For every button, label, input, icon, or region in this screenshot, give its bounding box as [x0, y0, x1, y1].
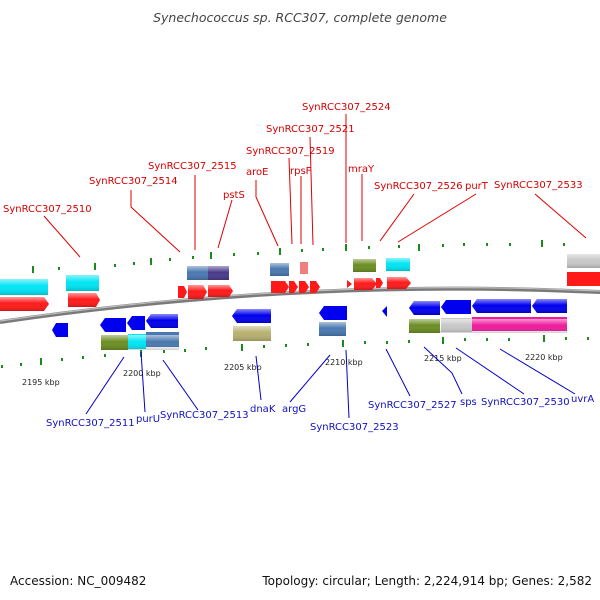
- scale-label-2200: 2200 kbp: [123, 369, 161, 378]
- cds-forward-rpsF: [300, 262, 308, 274]
- gene-label-dnaK: dnaK: [250, 404, 276, 415]
- gene-label-SynRCC307_2533: SynRCC307_2533: [494, 180, 583, 191]
- gene-label-purT: purT: [465, 181, 489, 192]
- top-labels: SynRCC307_2510 SynRCC307_2514 SynRCC307_…: [3, 102, 583, 215]
- cds-gloss: [472, 299, 531, 313]
- cds-reverse: [100, 318, 126, 332]
- leader-line: [217, 199, 233, 249]
- leader-line: [499, 348, 576, 395]
- gene-label-uvrA: uvrA: [571, 394, 594, 405]
- cds-forward: [299, 281, 309, 293]
- cds-forward: [567, 272, 600, 286]
- leader-line: [385, 348, 411, 397]
- cds-gloss: [232, 309, 271, 323]
- gene-label-pstS: pstS: [223, 190, 245, 201]
- leader-line: [309, 136, 314, 246]
- reverse-cog-track: [101, 317, 567, 350]
- cog-gloss: [0, 279, 48, 295]
- leader-line: [289, 354, 331, 403]
- cds-forward: [178, 286, 187, 298]
- leader-line: [379, 193, 415, 242]
- leader-line: [43, 215, 81, 258]
- cog-gloss: [567, 254, 600, 268]
- cds-forward: [376, 278, 383, 288]
- gene-label-mraY: mraY: [348, 164, 375, 175]
- cds-gloss: [188, 285, 207, 299]
- gene-label-argG: argG: [282, 404, 306, 415]
- leader-line: [162, 359, 199, 411]
- gene-label-SynRCC307_2515: SynRCC307_2515: [148, 161, 237, 172]
- cog-gloss: [353, 259, 376, 272]
- leader-line: [85, 356, 125, 415]
- cds-forward: [310, 281, 320, 293]
- gene-label-aroE: aroE: [246, 167, 268, 178]
- cds-gloss: [387, 277, 411, 289]
- cog-gloss: [386, 258, 410, 271]
- cog-gloss: [319, 322, 346, 336]
- gene-label-sps: sps: [460, 397, 477, 408]
- leader-line: [255, 180, 279, 247]
- leader-line: [345, 349, 350, 419]
- scale-labels: 2195 kbp 2200 kbp 2205 kbp 2210 kbp 2215…: [22, 353, 563, 387]
- gene-label-SynRCC307_2514: SynRCC307_2514: [89, 176, 178, 187]
- cds-gloss: [532, 299, 567, 313]
- bottom-label-leaders: [85, 346, 576, 419]
- cds-gloss: [208, 285, 233, 297]
- cds-gloss: [0, 297, 49, 311]
- cds-gloss: [146, 314, 178, 328]
- gene-label-SynRCC307_2526: SynRCC307_2526: [374, 181, 463, 192]
- cog-gloss: [409, 319, 567, 333]
- gene-label-rpsF: rpsF: [290, 166, 312, 177]
- gene-label-SynRCC307_2527: SynRCC307_2527: [368, 400, 457, 411]
- gene-label-SynRCC307_2523: SynRCC307_2523: [310, 422, 399, 433]
- cog-gloss: [270, 263, 289, 276]
- cds-reverse: [319, 306, 347, 320]
- cds-gloss: [68, 293, 100, 307]
- leader-line: [423, 346, 463, 395]
- leader-line: [130, 190, 181, 253]
- leader-line: [140, 351, 146, 413]
- gene-label-SynRCC307_2519: SynRCC307_2519: [246, 146, 335, 157]
- gene-label-SynRCC307_2511: SynRCC307_2511: [46, 418, 135, 429]
- cds-gloss: [354, 278, 377, 290]
- accession-text: Accession: NC_009482: [10, 574, 147, 588]
- scale-label-2205: 2205 kbp: [224, 363, 262, 372]
- gene-label-purU: purU: [136, 414, 160, 425]
- map-title: Synechococcus sp. RCC307, complete genom…: [153, 10, 447, 25]
- leader-line: [455, 347, 525, 395]
- cds-reverse: [382, 306, 387, 317]
- forward-cog-track: [0, 254, 600, 295]
- cds-gloss: [409, 301, 440, 315]
- cds-reverse: [441, 300, 471, 314]
- gene-label-SynRCC307_2530: SynRCC307_2530: [481, 397, 570, 408]
- leader-line: [534, 193, 587, 239]
- leader-line: [397, 193, 477, 243]
- scale-label-2220: 2220 kbp: [525, 353, 563, 362]
- genome-stats-text: Topology: circular; Length: 2,224,914 bp…: [262, 574, 592, 588]
- top-label-leaders: [43, 114, 587, 258]
- cds-forward: [289, 281, 298, 293]
- lower-tick-row: [1, 335, 589, 368]
- scale-label-2215: 2215 kbp: [424, 354, 462, 363]
- upper-tick-row: [32, 240, 565, 273]
- scale-label-2210: 2210 kbp: [325, 358, 363, 367]
- cog-gloss: [101, 335, 179, 350]
- gene-label-SynRCC307_2510: SynRCC307_2510: [3, 204, 92, 215]
- cds-forward: [271, 281, 289, 293]
- scale-label-2195: 2195 kbp: [22, 378, 60, 387]
- cog-gloss: [66, 275, 99, 291]
- leader-line: [288, 157, 293, 245]
- cds-reverse: [52, 323, 68, 337]
- gene-label-SynRCC307_2513: SynRCC307_2513: [160, 410, 249, 421]
- bottom-labels: SynRCC307_2511 purU SynRCC307_2513 dnaK …: [46, 394, 594, 433]
- cog-gloss: [233, 326, 271, 341]
- gene-label-SynRCC307_2521: SynRCC307_2521: [266, 124, 355, 135]
- cds-reverse: [127, 316, 145, 330]
- leader-line: [255, 355, 262, 401]
- gene-label-SynRCC307_2524: SynRCC307_2524: [302, 102, 391, 113]
- cog-gloss: [187, 266, 229, 280]
- cds-forward: [347, 280, 352, 288]
